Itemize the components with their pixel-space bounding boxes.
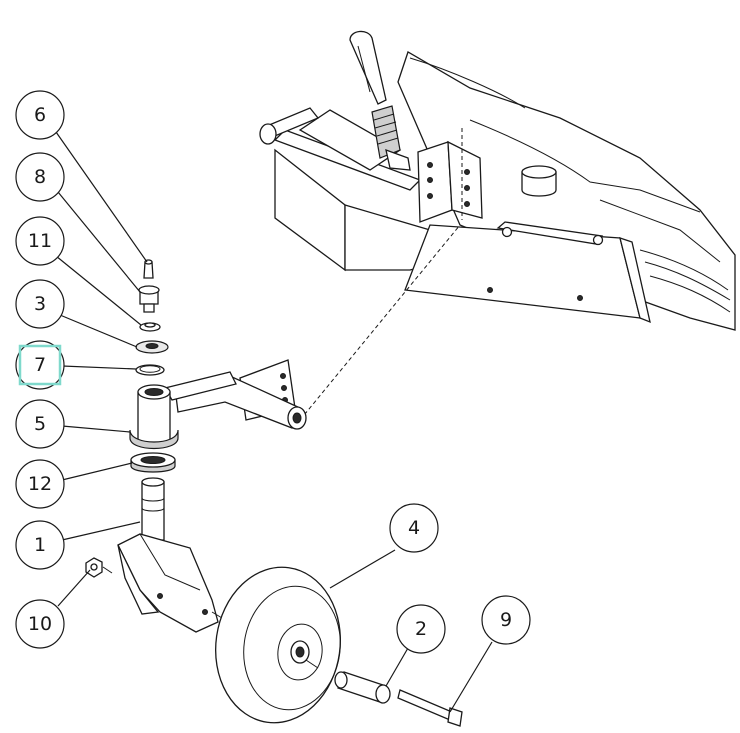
- pivot-housing-part-5: [137, 391, 171, 449]
- callout-10: 10: [15, 599, 65, 649]
- ring-part-7: [135, 364, 165, 376]
- leader-lines: [55, 131, 493, 713]
- callout-label-8: 8: [34, 166, 46, 188]
- spacer-part-2: [334, 671, 391, 704]
- caster-fork-part-1: [117, 477, 223, 633]
- axle-bolt-part-9: [397, 689, 463, 727]
- callout-label-7: 7: [34, 354, 46, 376]
- callout-9: 9: [481, 595, 531, 645]
- bearing-part-12: [130, 452, 176, 473]
- callout-label-1: 1: [34, 534, 46, 556]
- lock-washer-part-11: [139, 322, 161, 332]
- callout-8: 8: [15, 152, 65, 202]
- callout-label-12: 12: [28, 473, 52, 495]
- callout-11: 11: [15, 216, 65, 266]
- callout-2: 2: [396, 604, 446, 654]
- callout-label-2: 2: [415, 618, 427, 640]
- callout-6: 6: [15, 90, 65, 140]
- callout-label-6: 6: [34, 104, 46, 126]
- nut-part-10: [85, 557, 113, 578]
- caster-arm-assembly: [129, 359, 307, 449]
- callout-4: 4: [389, 503, 439, 553]
- callout-12: 12: [15, 459, 65, 509]
- callout-label-4: 4: [408, 517, 420, 539]
- callout-7: 7: [15, 340, 65, 390]
- callout-label-10: 10: [28, 613, 52, 635]
- callout-label-11: 11: [28, 230, 52, 252]
- wheel-part-4: [215, 566, 341, 724]
- mower-deck-assembly: [259, 30, 736, 331]
- alignment-dashed-line: [299, 224, 461, 421]
- callout-label-5: 5: [34, 413, 46, 435]
- callout-1: 1: [15, 520, 65, 570]
- callout-label-9: 9: [500, 609, 512, 631]
- callout-3: 3: [15, 279, 65, 329]
- grease-fitting-part-6: [143, 259, 154, 279]
- callout-5: 5: [15, 399, 65, 449]
- bolt-part-8: [138, 285, 160, 313]
- flat-washer-part-3: [135, 340, 169, 354]
- highlight-box: [18, 344, 62, 386]
- callout-label-3: 3: [34, 293, 46, 315]
